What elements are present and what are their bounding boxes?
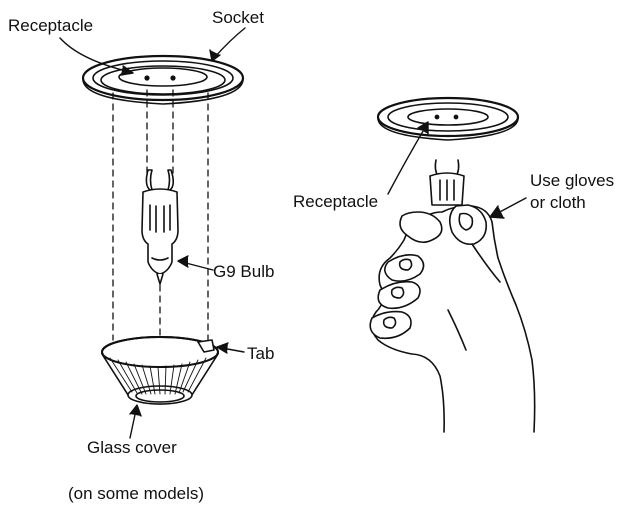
receptacle-label-right: Receptacle: [293, 192, 379, 211]
on-some-models-note: (on some models): [68, 484, 205, 503]
receptacle-label-left: Receptacle: [8, 16, 94, 35]
glass-cover-label: Glass cover: [87, 438, 177, 457]
use-gloves-line-2: or cloth: [530, 193, 586, 212]
socket-label: Socket: [212, 8, 264, 27]
hand-illustration: [370, 205, 534, 432]
g9-bulb-label: G9 Bulb: [213, 262, 275, 281]
tab-label: Tab: [247, 344, 275, 363]
use-gloves-line-1: Use gloves: [530, 171, 615, 190]
glass-cover-illustration: [102, 337, 218, 404]
right-leader-arrows: [388, 122, 526, 218]
left-leader-arrows: [60, 28, 245, 438]
right-bulb-illustration: [430, 160, 464, 205]
use-gloves-label: Use gloves or cloth: [530, 170, 614, 214]
right-socket-illustration: [378, 98, 518, 140]
g9-bulb-illustration: [142, 170, 178, 284]
socket-illustration: [83, 56, 243, 104]
alignment-dashed-lines: [113, 90, 208, 340]
